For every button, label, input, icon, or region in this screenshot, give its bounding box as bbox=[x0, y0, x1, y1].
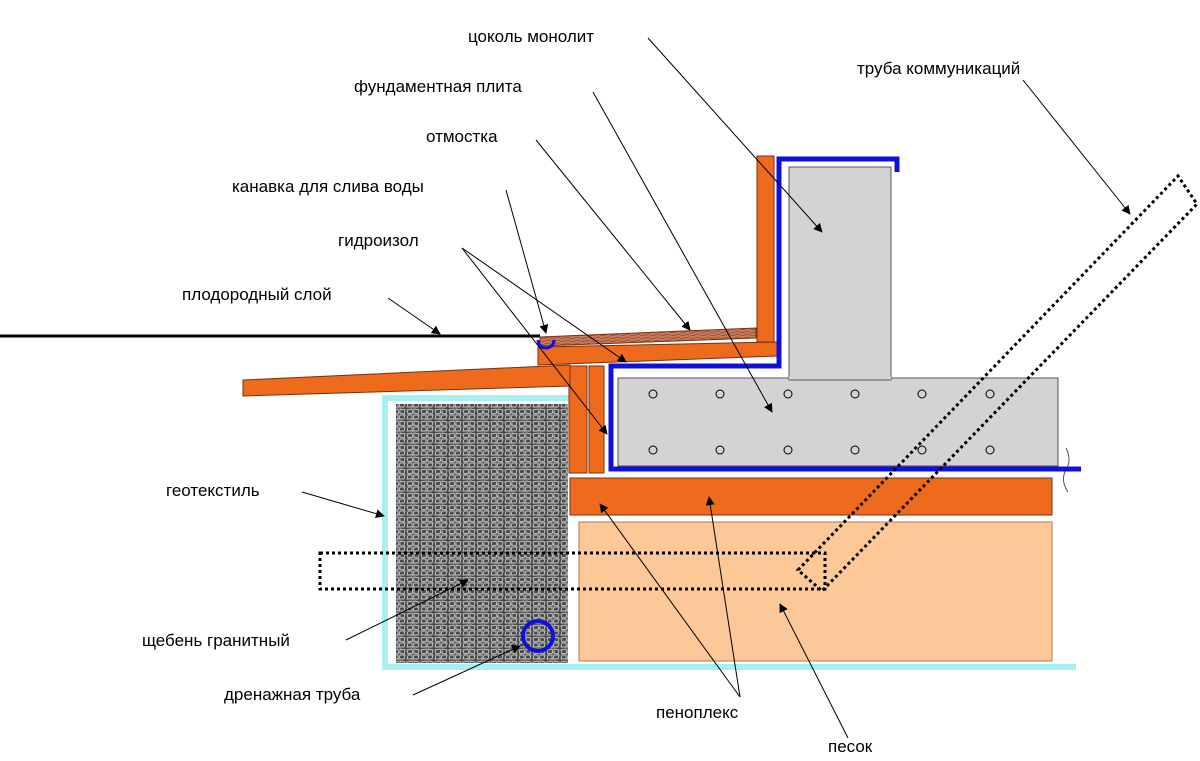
leader-penoplex-2 bbox=[705, 496, 741, 698]
leader-sand bbox=[779, 603, 849, 739]
label-plinth: цоколь монолит bbox=[468, 27, 594, 46]
rebar bbox=[783, 445, 793, 455]
rebar bbox=[715, 389, 725, 399]
label-slab: фундаментная плита bbox=[354, 77, 522, 96]
drain-pipe bbox=[521, 619, 555, 653]
leader-waterproofing-2 bbox=[461, 247, 608, 435]
rebar bbox=[850, 389, 860, 399]
label-drain-groove: канавка для слива воды bbox=[232, 177, 424, 196]
leader-topsoil bbox=[387, 297, 441, 335]
rebar bbox=[985, 389, 995, 399]
leader-plinth bbox=[647, 37, 823, 233]
rebar bbox=[917, 389, 927, 399]
label-sand: песок bbox=[828, 737, 873, 756]
utility-pipe-horizontal bbox=[318, 551, 827, 591]
label-geotextile: геотекстиль bbox=[166, 481, 260, 500]
label-pipe-utility: труба коммуникаций bbox=[857, 59, 1020, 78]
foundation-slab bbox=[617, 377, 1059, 467]
label-drain-pipe: дренажная труба bbox=[224, 685, 361, 704]
leader-geotextile bbox=[301, 491, 385, 519]
penoplex-horizontal bbox=[569, 477, 1053, 516]
penoplex-vertical-2 bbox=[588, 365, 605, 474]
leader-blind-area bbox=[535, 139, 691, 331]
leader-gravel bbox=[345, 579, 469, 641]
label-gravel: щебень гранитный bbox=[142, 631, 290, 650]
label-blind-area: отмостка bbox=[426, 127, 498, 146]
penoplex-blindarea bbox=[537, 341, 778, 366]
rebar bbox=[850, 445, 860, 455]
leader-waterproofing-1 bbox=[461, 247, 627, 363]
leader-lines bbox=[301, 37, 1131, 739]
rebar bbox=[783, 389, 793, 399]
drain-groove bbox=[536, 339, 556, 350]
rebar-group bbox=[648, 389, 995, 455]
utility-pipe-diagonal bbox=[795, 173, 1199, 594]
penoplex-vertical-1 bbox=[568, 365, 588, 474]
label-waterproofing: гидроизол bbox=[338, 231, 419, 250]
leader-drain-groove bbox=[505, 189, 549, 334]
penoplex-slanted bbox=[242, 364, 571, 397]
leader-pipe-utility bbox=[1022, 79, 1131, 215]
rebar bbox=[917, 445, 927, 455]
rebar bbox=[985, 445, 995, 455]
leader-penoplex-1 bbox=[599, 503, 741, 698]
waterproofing-membrane bbox=[608, 156, 1081, 472]
geotextile-wrap bbox=[382, 395, 1076, 670]
rebar bbox=[648, 445, 658, 455]
gravel-fill bbox=[396, 404, 568, 663]
leader-drain-pipe bbox=[412, 645, 521, 696]
plinth-monolith bbox=[788, 166, 892, 381]
label-penoplex: пеноплекс bbox=[656, 703, 739, 722]
rebar bbox=[715, 445, 725, 455]
sand-layer bbox=[578, 521, 1053, 662]
penoplex-plinth bbox=[756, 155, 775, 343]
rebar bbox=[648, 389, 658, 399]
label-topsoil: плодородный слой bbox=[182, 285, 332, 304]
leader-slab bbox=[592, 91, 773, 413]
